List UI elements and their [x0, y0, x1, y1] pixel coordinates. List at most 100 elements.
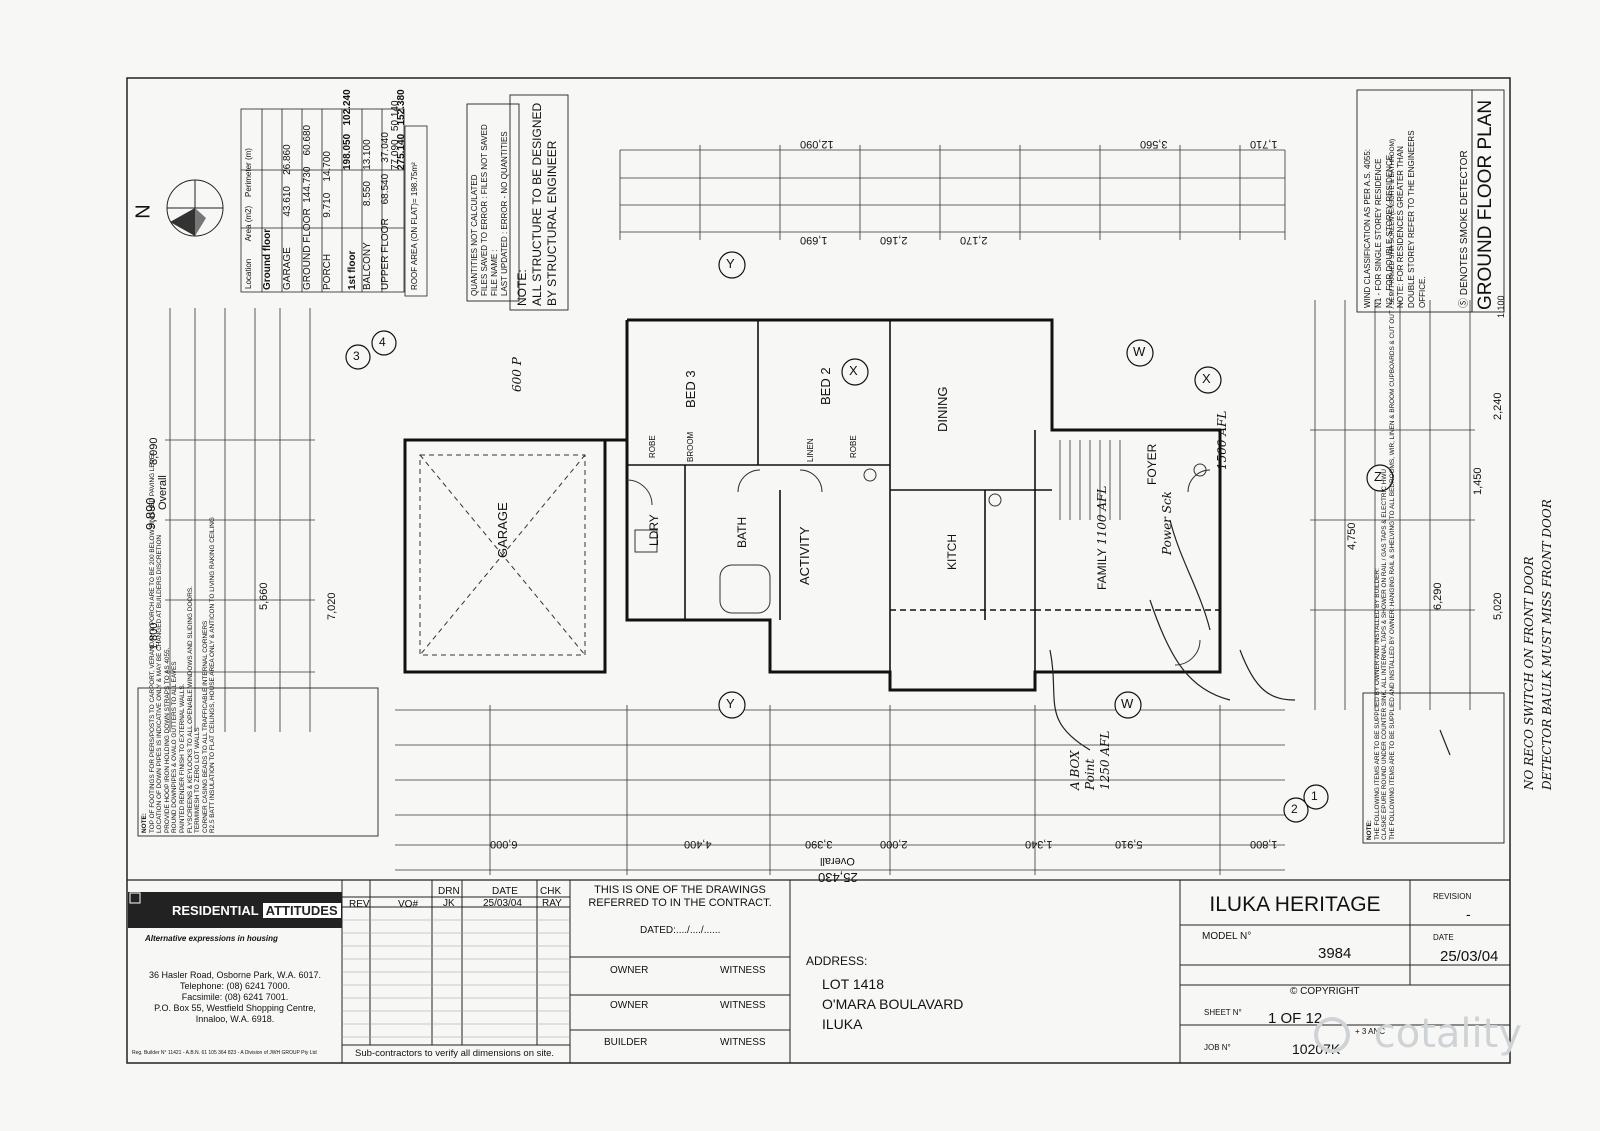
dim-right: 1,450 [1472, 467, 1484, 495]
revision-label: REVISION [1433, 892, 1472, 901]
room-kitch: KITCH [945, 534, 959, 570]
area-col-area: Area (m2) [244, 205, 253, 242]
roof-area: ROOF AREA (ON FLAT)= 198.75m² [410, 162, 419, 290]
section-marker-x-2: X [1202, 371, 1211, 386]
rev-drawn-by: JK [443, 898, 455, 909]
label-broom: BROOM [686, 431, 695, 462]
signature-label: WITNESS [720, 1037, 766, 1048]
section-marker-1: 1 [1311, 789, 1318, 803]
room-foyer: FOYER [1145, 443, 1159, 485]
section-marker-x: X [849, 363, 858, 378]
signature-label: OWNER [610, 1000, 649, 1011]
dim-bottom: 6,000 [490, 838, 518, 850]
section-marker-2: 2 [1291, 802, 1298, 816]
section-marker-3: 3 [353, 349, 360, 363]
rev-checked-by: RAY [542, 898, 562, 909]
dim-top: 3,560 [1140, 138, 1168, 150]
area-grand-total: 275.140 152.380 [396, 89, 407, 170]
label-robe-2: ROBE [849, 435, 858, 458]
label-linen: LINEN [806, 438, 815, 462]
dim-right: 4,750 [1346, 522, 1358, 550]
smoke-note-text: DENOTES SMOKE DETECTOR [1459, 150, 1470, 296]
room-family: FAMILY [1095, 548, 1109, 590]
sheet-number: 1 OF 12 [1268, 1010, 1323, 1027]
section-marker-y: Y [726, 256, 735, 271]
dim-top: 1,690 [800, 234, 828, 246]
north-label: N [132, 204, 155, 219]
dim-left: 7,020 [326, 592, 338, 620]
dim-top: 2,160 [880, 234, 908, 246]
area-col-perimeter: Perimeter (m) [244, 148, 253, 197]
sheet-label: SHEET N° [1204, 1008, 1242, 1017]
dim-bottom: 3,390 [805, 838, 833, 850]
first-floor-label: 1st floor [347, 250, 358, 290]
area-col-location: Location [244, 258, 253, 289]
area-table-header: Location Area (m2) Perimeter (m) [244, 148, 253, 289]
watermark-logo-icon [1314, 1017, 1350, 1053]
dim-top: 2,170 [960, 234, 988, 246]
handwritten-note: 600 P [510, 357, 524, 392]
handwritten-note: 1250 AFL [1098, 730, 1112, 790]
area-row: BALCONY 8.550 13.100 [362, 139, 373, 290]
watermark: cotality [1373, 1011, 1522, 1057]
dim-left: 5,660 [258, 582, 270, 610]
dim-right: 5,020 [1492, 592, 1504, 620]
model-label: MODEL N° [1202, 931, 1252, 942]
room-ldry: LDRY [647, 514, 661, 546]
dim-bottom-overall: 25,430 [818, 870, 858, 885]
dim-top-overall: 12,090 [800, 138, 834, 150]
handwritten-note: DETECTOR BAULK MUST MISS FRONT DOOR [1540, 499, 1554, 790]
sheet-extra: + 3 ANC [1355, 1027, 1386, 1036]
room-bath: BATH [735, 516, 749, 548]
subcontractor-note: Sub-contractors to verify all dimensions… [355, 1048, 555, 1059]
sheet-date: 25/03/04 [1440, 948, 1499, 965]
label-robe: ROBE [648, 435, 657, 458]
area-total: 198.050 102.240 [342, 89, 353, 170]
handwritten-note: 1500 AFL [1215, 410, 1229, 470]
section-marker-y-2: Y [726, 696, 735, 711]
dim-right: 2,240 [1492, 392, 1504, 420]
rev-header-chk: CHK [540, 886, 562, 897]
plan-title: GROUND FLOOR PLAN [1475, 99, 1496, 310]
rev-header-date: DATE [492, 886, 518, 897]
smoke-detector-note: Ⓢ DENOTES SMOKE DETECTOR [1459, 150, 1470, 308]
dim-bottom: 2,000 [880, 838, 908, 850]
handwritten-note: Power Sck [1160, 491, 1174, 555]
rev-date: 25/03/04 [483, 898, 522, 909]
signature-label: BUILDER [604, 1037, 648, 1048]
handwritten-note: NO RECO SWITCH ON FRONT DOOR [1522, 556, 1536, 790]
revision-value: - [1466, 906, 1471, 922]
area-row: PORCH 9.710 14.700 [322, 151, 333, 290]
north-arrow-icon [166, 179, 224, 237]
job-label: JOB N° [1204, 1043, 1231, 1052]
dim-right: 6,290 [1432, 582, 1444, 610]
rev-header-drn: DRN [438, 886, 460, 897]
construction-notes-left: NOTE: TOP OF FOOTINGS FOR PIERS/POSTS TO… [141, 451, 217, 833]
dim-top: 1,710 [1250, 138, 1278, 150]
contract-dated: DATED:..../..../...... [640, 925, 721, 936]
dim-left-overall-label: Overall [157, 475, 169, 510]
room-bed2: BED 2 [818, 367, 833, 405]
signature-label: OWNER [610, 965, 649, 976]
room-bed3: BED 3 [683, 370, 698, 408]
copyright: © COPYRIGHT [1290, 986, 1360, 997]
builder-reg: Reg. Builder N° 11421 - A.B.N. 61 105 36… [132, 1050, 317, 1056]
area-row: GROUND FLOOR 144.730 60.680 [302, 124, 313, 290]
section-marker-4: 4 [379, 335, 386, 349]
plan-scale: 1:100 [1496, 295, 1506, 318]
dim-bottom: 4,400 [684, 838, 712, 850]
signature-label: WITNESS [720, 1000, 766, 1011]
date-label: DATE [1433, 933, 1454, 942]
ground-floor-label: Ground floor [262, 228, 273, 290]
section-marker-w: W [1133, 344, 1146, 359]
address-label: ADDRESS: [806, 954, 868, 968]
handwritten-note: 1100 AFL [1095, 485, 1109, 545]
room-dining: DINING [935, 386, 950, 433]
project-name: ILUKA HERITAGE [1209, 893, 1381, 916]
dim-bottom: 5,910 [1115, 838, 1143, 850]
